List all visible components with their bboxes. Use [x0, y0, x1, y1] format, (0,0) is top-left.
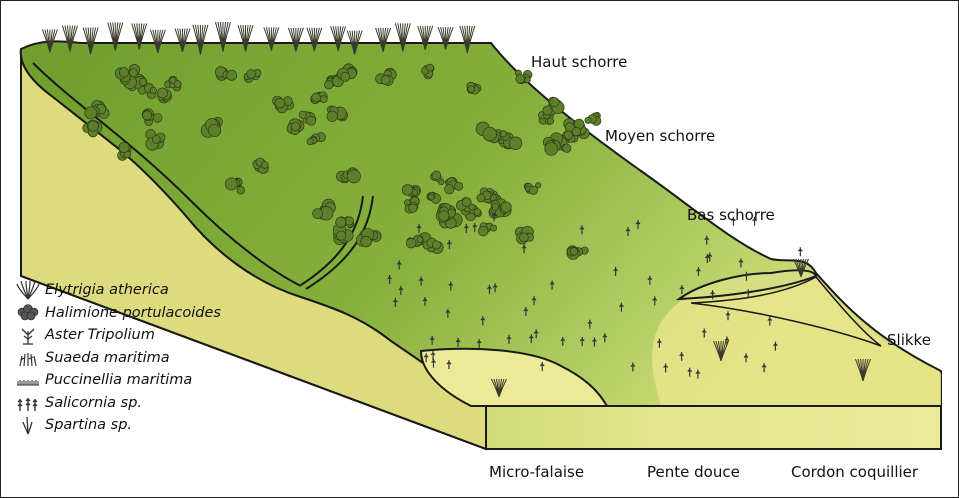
- legend-item-puccinellia: Puccinellia maritima: [15, 369, 221, 392]
- halimione-shrub: [118, 142, 132, 160]
- salicornia-plant: [798, 247, 802, 256]
- halimione-shrub: [585, 112, 601, 125]
- spartina-icon: [15, 415, 41, 435]
- halimione-shrub: [515, 226, 533, 244]
- halimione-shrub: [515, 70, 532, 84]
- label-bas-schorre: Bas schorre: [687, 206, 775, 224]
- legend-item-salicornia: Salicornia sp.: [15, 392, 221, 415]
- label-micro-falaise: Micro-falaise: [489, 463, 584, 481]
- halimione-icon: [15, 303, 41, 323]
- legend-item-elytrigia: Elytrigia atherica: [15, 279, 221, 302]
- legend-label: Elytrigia atherica: [45, 282, 169, 298]
- legend-item-suaeda: Suaeda maritima: [15, 347, 221, 370]
- legend-item-spartina: Spartina sp.: [15, 414, 221, 437]
- legend-item-aster: Aster Tripolium: [15, 324, 221, 347]
- legend-label: Puccinellia maritima: [45, 372, 192, 388]
- legend-label: Suaeda maritima: [45, 350, 170, 366]
- legend-label: Aster Tripolium: [45, 327, 155, 343]
- legend-label: Spartina sp.: [45, 417, 132, 433]
- elytrigia-icon: [15, 280, 41, 300]
- salicornia-icon: [15, 393, 41, 413]
- label-slikke: Slikke: [887, 331, 931, 349]
- species-legend: Elytrigia atherica Halimione portulacoid…: [15, 279, 221, 437]
- legend-label: Salicornia sp.: [45, 395, 142, 411]
- label-cordon-coquillier: Cordon coquillier: [791, 463, 918, 481]
- label-haut-schorre: Haut schorre: [531, 53, 627, 71]
- label-moyen-schorre: Moyen schorre: [605, 127, 715, 145]
- block-front-face: [486, 406, 941, 449]
- suaeda-icon: [15, 348, 41, 368]
- legend-item-halimione: Halimione portulacoides: [15, 302, 221, 325]
- legend-label: Halimione portulacoides: [45, 305, 221, 321]
- label-pente-douce: Pente douce: [647, 463, 740, 481]
- halimione-shrub: [402, 185, 421, 197]
- aster-icon: [15, 325, 41, 345]
- puccinellia-icon: [15, 370, 41, 390]
